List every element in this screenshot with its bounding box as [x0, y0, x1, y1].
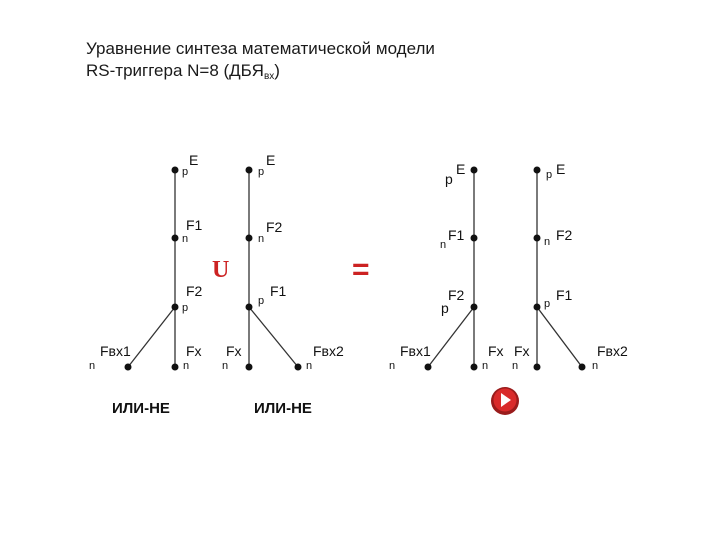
rt2-leaf-right-pole: n	[592, 360, 598, 372]
node-lt2-top	[245, 166, 253, 174]
edge-lt2-branch	[248, 306, 299, 368]
node-rt1-mid	[470, 234, 478, 242]
union-operator: U	[212, 257, 229, 283]
node-rt2-low	[533, 303, 541, 311]
rt1-top-name: E	[456, 161, 465, 177]
rt2-mid-name: F2	[556, 227, 573, 243]
edge-rt2-branch	[536, 306, 583, 368]
lt2-mid-pole: n	[258, 233, 264, 245]
lt2-caption: ИЛИ-НЕ	[254, 400, 312, 417]
node-lt1-top	[171, 166, 179, 174]
diagram-nodes	[124, 166, 586, 371]
rt1-mid-name: F1	[448, 227, 465, 243]
rt1-top-pole: p	[445, 171, 453, 187]
rt1-mid-pole: n	[440, 239, 446, 251]
rt2-leaf-left-name: Fx	[514, 343, 530, 359]
rt2-leaf-left-pole: n	[512, 360, 518, 372]
rt1-low-pole: p	[441, 300, 449, 316]
rt1-leaf-right-name: Fx	[488, 343, 504, 359]
rt2-low-name: F1	[556, 287, 573, 303]
title-subscript: вх	[263, 71, 275, 82]
rt1-leaf-right-pole: n	[482, 360, 488, 372]
rt1-leaf-left-pole: n	[389, 360, 395, 372]
lt1-low-pole: p	[182, 302, 188, 314]
title-line-2-end: )	[274, 61, 280, 80]
page-title: Уравнение синтеза математической модели …	[86, 38, 435, 88]
lt1-caption: ИЛИ-НЕ	[112, 400, 170, 417]
node-rt1-top	[470, 166, 478, 174]
lt2-low-name: F1	[270, 283, 287, 299]
edge-lt1-branch	[127, 306, 176, 368]
node-rt2-leaf-left	[533, 363, 541, 371]
rt2-top-pole: p	[546, 169, 552, 181]
node-lt2-leaf-left	[245, 363, 253, 371]
title-line-2-main: RS-триггера N=8 (ДБЯ	[86, 61, 264, 80]
title-line-1: Уравнение синтеза математической модели	[86, 39, 435, 58]
node-lt1-low	[171, 303, 179, 311]
lt1-leaf-left-pole: n	[89, 360, 95, 372]
lt1-leaf-right-name: Fx	[186, 343, 202, 359]
lt2-leaf-left-name: Fx	[226, 343, 242, 359]
node-rt2-top	[533, 166, 541, 174]
node-rt1-leaf-left	[424, 363, 432, 371]
node-lt1-leaf-left	[124, 363, 132, 371]
node-lt1-leaf-right	[171, 363, 179, 371]
rt1-leaf-left-name: Fвх1	[400, 343, 431, 359]
node-rt2-leaf-right	[578, 363, 586, 371]
lt1-leaf-left-name: Fвх1	[100, 343, 131, 359]
rt2-low-pole: p	[544, 298, 550, 310]
lt2-leaf-left-pole: n	[222, 360, 228, 372]
lt1-leaf-right-pole: n	[183, 360, 189, 372]
lt1-top-name: E	[189, 152, 198, 168]
node-lt2-leaf-right	[294, 363, 302, 371]
play-icon[interactable]	[501, 393, 511, 407]
edge-rt1-branch	[427, 306, 475, 368]
lt1-mid-pole: n	[182, 233, 188, 245]
rt2-top-name: E	[556, 161, 565, 177]
node-lt1-mid	[171, 234, 179, 242]
lt1-mid-name: F1	[186, 217, 203, 233]
lt2-top-name: E	[266, 152, 275, 168]
play-button[interactable]	[491, 387, 519, 415]
node-rt1-low	[470, 303, 478, 311]
rt1-low-name: F2	[448, 287, 465, 303]
lt2-low-pole: p	[258, 295, 264, 307]
rt2-mid-pole: n	[544, 236, 550, 248]
lt1-low-name: F2	[186, 283, 203, 299]
lt2-leaf-right-name: Fвх2	[313, 343, 344, 359]
node-rt2-mid	[533, 234, 541, 242]
diagram-edges	[127, 170, 583, 368]
title-line-2: RS-триггера N=8 (ДБЯвх)	[86, 60, 435, 88]
lt2-leaf-right-pole: n	[306, 360, 312, 372]
lt2-mid-name: F2	[266, 219, 283, 235]
node-lt2-mid	[245, 234, 253, 242]
equals-operator: =	[352, 253, 370, 286]
lt2-top-pole: p	[258, 166, 264, 178]
rt2-leaf-right-name: Fвх2	[597, 343, 628, 359]
node-lt2-low	[245, 303, 253, 311]
lt1-top-pole: p	[182, 166, 188, 178]
node-rt1-leaf-right	[470, 363, 478, 371]
